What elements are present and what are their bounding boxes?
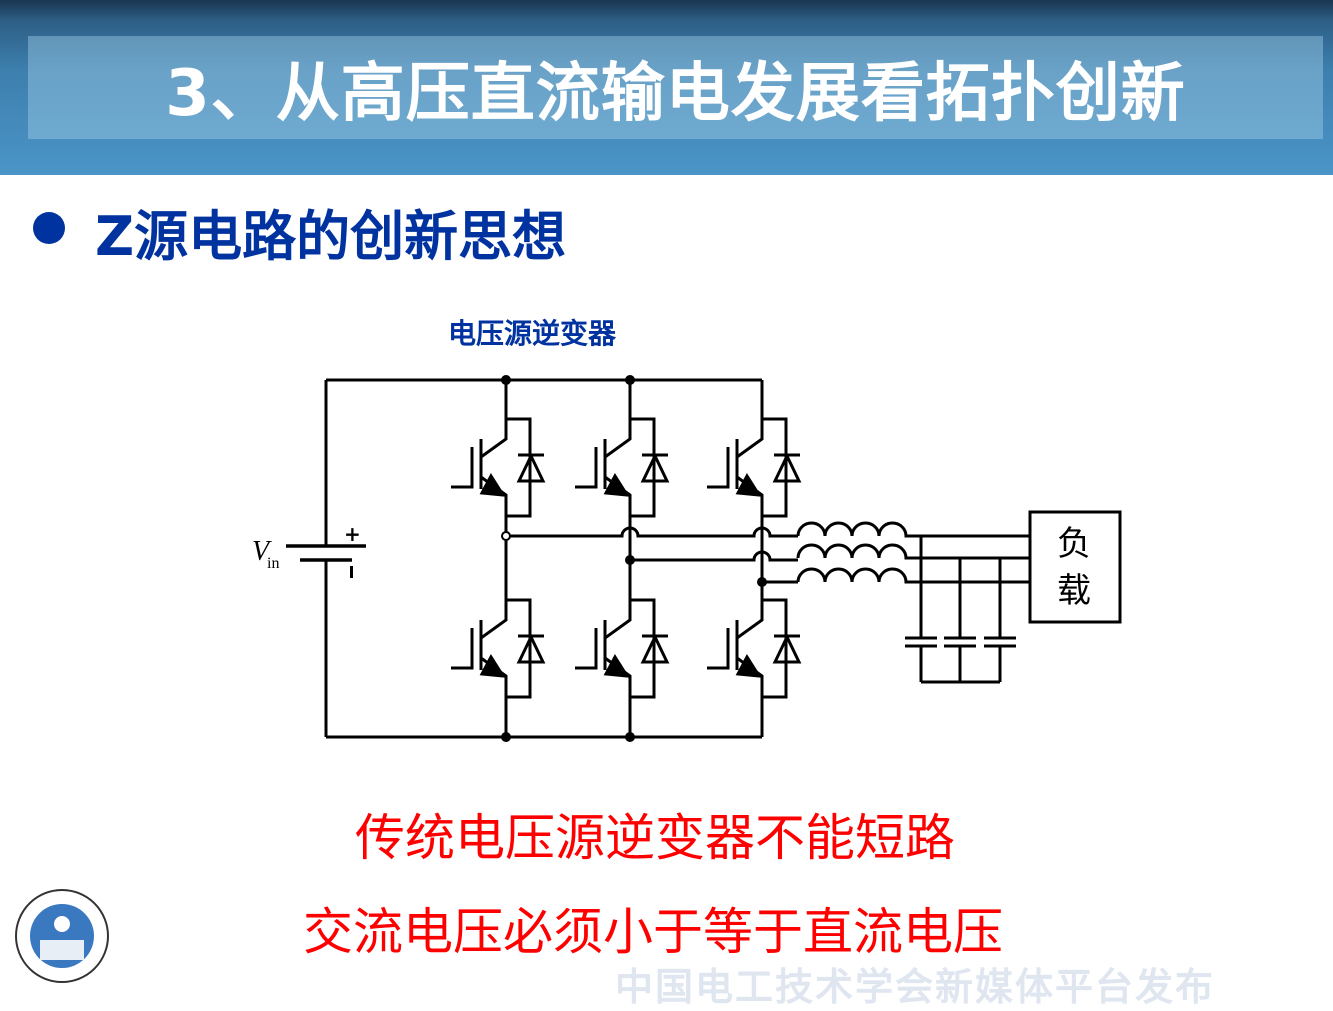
inductor-b bbox=[796, 543, 1030, 560]
igbt-switch bbox=[707, 598, 802, 699]
node bbox=[625, 375, 635, 385]
node-open bbox=[501, 531, 511, 541]
load-label-1: 负 bbox=[1057, 524, 1091, 564]
battery-plates bbox=[286, 544, 366, 562]
minus-sign bbox=[350, 566, 353, 578]
plus-sign: + bbox=[344, 522, 361, 546]
inductor-c bbox=[796, 567, 1030, 584]
watermark: 中国电工技术学会新媒体平台发布 bbox=[615, 965, 1216, 1009]
inductor-a bbox=[796, 521, 1030, 538]
note-line-1: 传统电压源逆变器不能短路 bbox=[355, 809, 955, 867]
node bbox=[757, 577, 767, 587]
igbt-switch bbox=[575, 598, 670, 699]
node bbox=[625, 732, 635, 742]
igbt-switch bbox=[451, 598, 546, 699]
load-box bbox=[1028, 510, 1122, 624]
source-subscript: in bbox=[267, 555, 279, 572]
bullet-dot-icon bbox=[33, 212, 65, 244]
note-line-2: 交流电压必须小于等于直流电压 bbox=[303, 903, 1003, 961]
igbt-switch bbox=[575, 417, 670, 518]
igbt-switch bbox=[707, 417, 802, 518]
node bbox=[501, 732, 511, 742]
dc-rails bbox=[326, 378, 762, 739]
source-label: V bbox=[252, 536, 272, 567]
slide-header: 3、从高压直流输电发展看拓扑创新 bbox=[0, 0, 1333, 175]
bullet-heading: Z源电路的创新思想 bbox=[95, 205, 567, 268]
load-label-2: 载 bbox=[1057, 571, 1091, 611]
phase-a-line bbox=[510, 526, 798, 538]
university-logo bbox=[15, 889, 109, 983]
title-band: 3、从高压直流输电发展看拓扑创新 bbox=[28, 36, 1323, 139]
capacitor-wires bbox=[919, 536, 1002, 684]
igbt-switch bbox=[451, 417, 546, 518]
slide-title: 3、从高压直流输电发展看拓扑创新 bbox=[165, 56, 1186, 131]
node bbox=[625, 555, 635, 565]
capacitor-plates bbox=[905, 636, 1016, 648]
diagram-label: 电压源逆变器 bbox=[448, 317, 617, 350]
node bbox=[501, 375, 511, 385]
phase-b-line bbox=[630, 550, 798, 562]
